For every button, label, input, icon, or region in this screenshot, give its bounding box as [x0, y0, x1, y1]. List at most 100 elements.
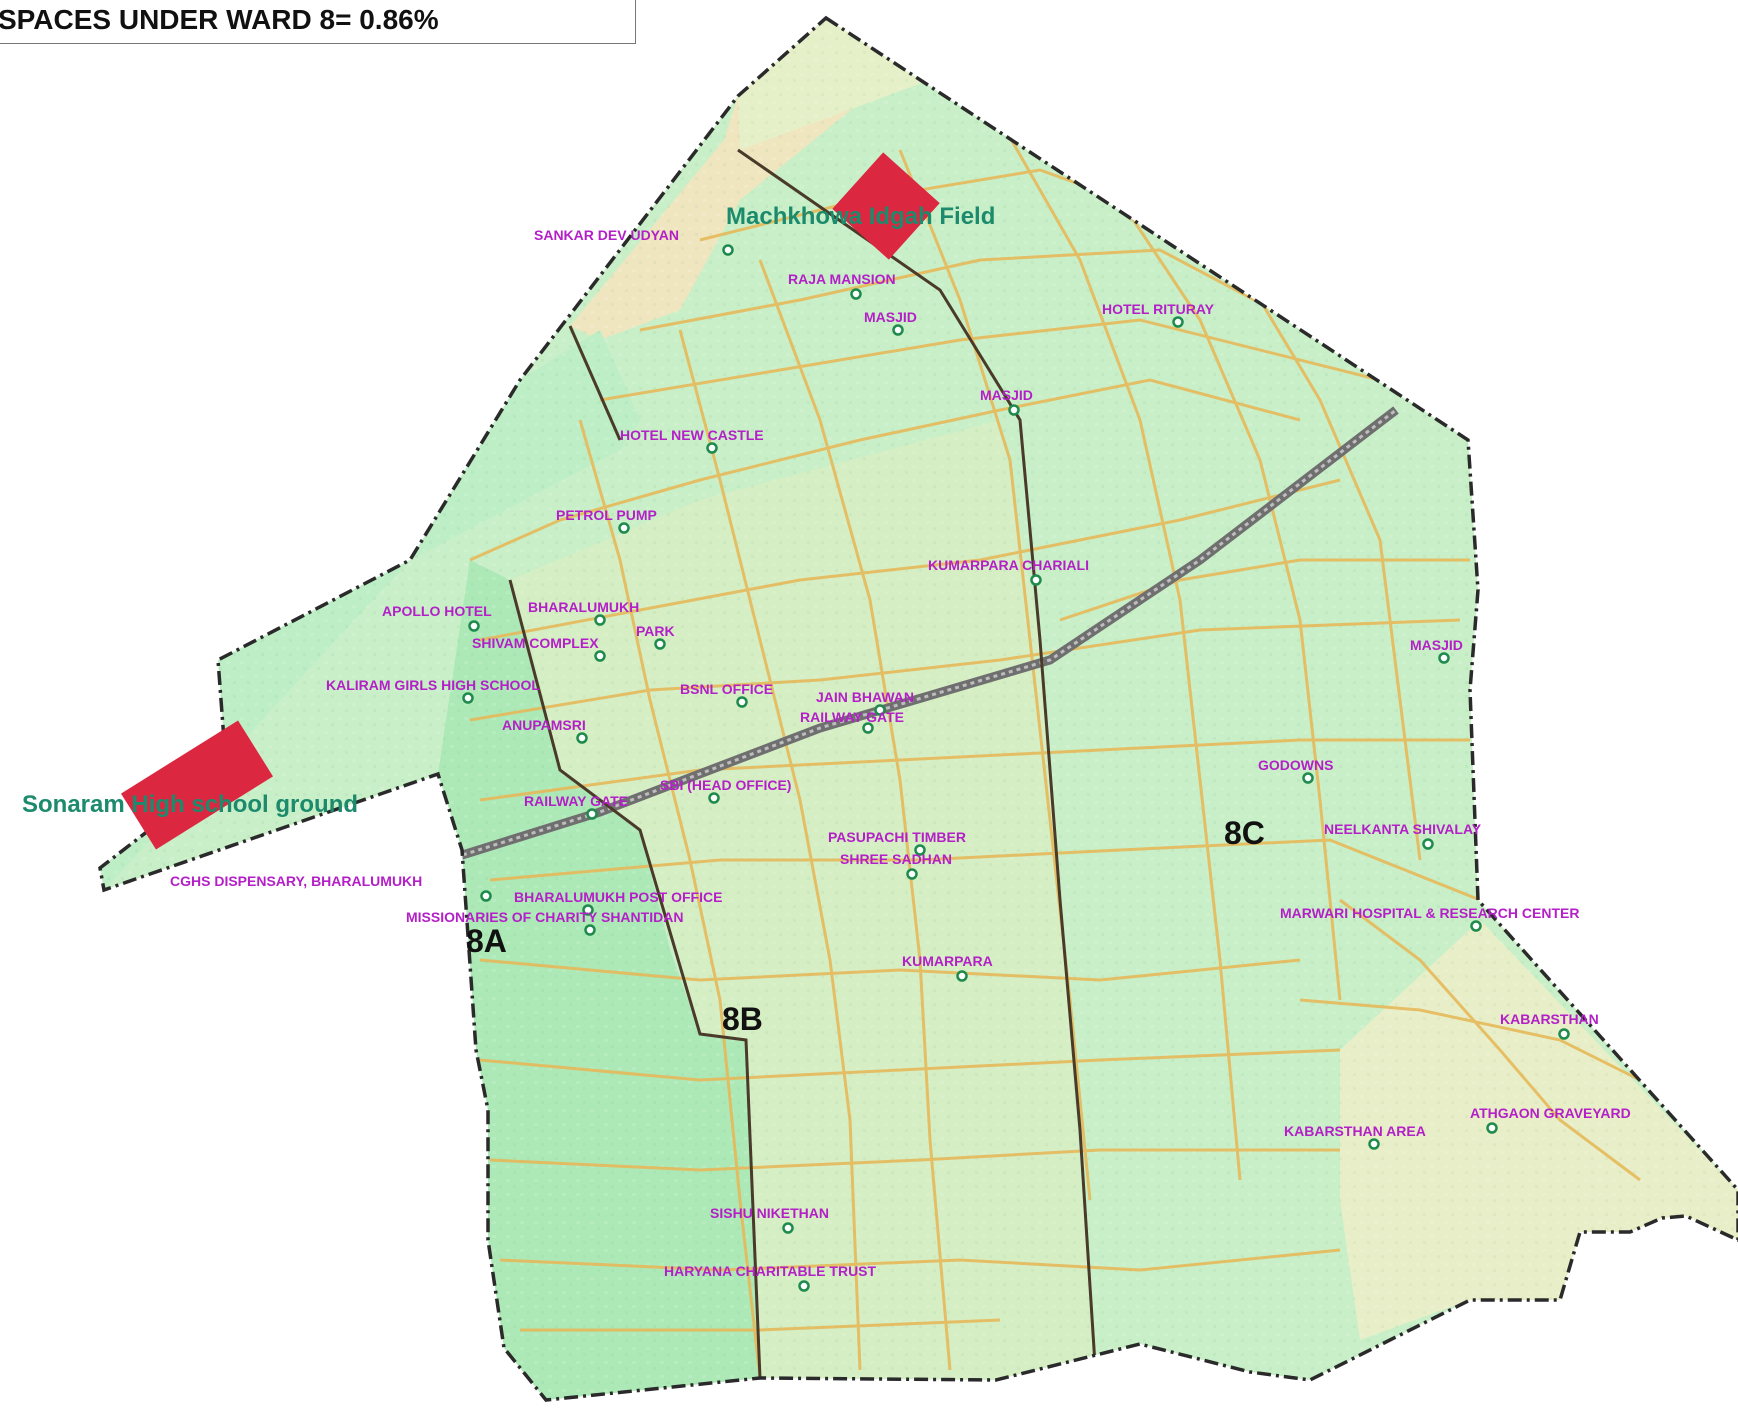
sector-boundaries — [508, 148, 1098, 1381]
poi-marker[interactable]: CGHS DISPENSARY, BHARALUMUKH — [170, 873, 492, 902]
poi-dot-icon[interactable] — [480, 890, 492, 902]
poi-dot-icon[interactable] — [850, 288, 862, 300]
poi-marker[interactable]: KUMARPARA CHARIALI — [928, 557, 1089, 586]
poi-label: PARK — [636, 623, 675, 639]
poi-dot-icon[interactable] — [1368, 1138, 1380, 1150]
poi-marker[interactable]: APOLLO HOTEL — [382, 603, 492, 632]
poi-dot-icon[interactable] — [594, 650, 606, 662]
poi-marker[interactable]: RAILWAY GATE — [524, 793, 628, 820]
poi-label: SHREE SADHAN — [840, 851, 952, 867]
poi-dot-icon[interactable] — [1486, 1122, 1498, 1134]
poi-label: BHARALUMUKH POST OFFICE — [514, 889, 722, 905]
poi-label: MISSIONARIES OF CHARITY SHANTIDAN — [406, 909, 683, 925]
poi-dot-icon[interactable] — [618, 522, 630, 534]
poi-dot-icon[interactable] — [914, 844, 926, 856]
poi-dot-icon[interactable] — [892, 324, 904, 336]
poi-marker[interactable]: BSNL OFFICE — [680, 681, 773, 708]
poi-marker[interactable]: RAJA MANSION — [788, 271, 896, 300]
poi-marker[interactable]: ANUPAMSRI — [502, 717, 588, 744]
poi-marker[interactable]: RAILWAY GATE — [800, 709, 904, 734]
poi-marker[interactable]: KABARSTHAN — [1500, 1011, 1599, 1040]
poi-marker[interactable]: MASJID — [980, 387, 1033, 416]
poi-marker[interactable]: KALIRAM GIRLS HIGH SCHOOL — [326, 677, 540, 704]
poi-label: RAILWAY GATE — [800, 709, 904, 725]
poi-label: GODOWNS — [1258, 757, 1333, 773]
poi-marker[interactable]: SBI (HEAD OFFICE) — [660, 777, 791, 804]
poi-label: BHARALUMUKH — [528, 599, 639, 615]
poi-label: KABARSTHAN — [1500, 1011, 1599, 1027]
poi-dot-icon[interactable] — [862, 722, 874, 734]
poi-dot-icon[interactable] — [1030, 574, 1042, 586]
poi-label: HARYANA CHARITABLE TRUST — [664, 1263, 877, 1279]
poi-dot-icon[interactable] — [576, 732, 588, 744]
poi-dot-icon[interactable] — [1470, 920, 1482, 932]
poi-dot-icon[interactable] — [798, 1280, 810, 1292]
poi-dot-icon[interactable] — [1172, 316, 1184, 328]
poi-label: CGHS DISPENSARY, BHARALUMUKH — [170, 873, 422, 889]
poi-marker[interactable]: KABARSTHAN AREA — [1284, 1123, 1426, 1150]
map-title: SPACES UNDER WARD 8= 0.86% — [0, 4, 439, 35]
poi-marker[interactable]: SANKAR DEV UDYAN — [534, 227, 734, 256]
poi-label: KALIRAM GIRLS HIGH SCHOOL — [326, 677, 540, 693]
poi-dot-icon[interactable] — [582, 904, 594, 916]
open-space-label: Machkhowa Idgah Field — [726, 203, 995, 230]
poi-marker[interactable]: PETROL PUMP — [556, 507, 657, 534]
poi-marker[interactable]: ATHGAON GRAVEYARD — [1470, 1105, 1631, 1134]
poi-dot-icon[interactable] — [706, 442, 718, 454]
poi-dot-icon[interactable] — [584, 924, 596, 936]
poi-dot-icon[interactable] — [1008, 404, 1020, 416]
poi-marker[interactable]: BHARALUMUKH — [528, 599, 639, 626]
poi-marker[interactable]: HOTEL NEW CASTLE — [620, 427, 764, 454]
poi-label: MASJID — [980, 387, 1033, 403]
poi-dot-icon[interactable] — [468, 620, 480, 632]
poi-label: SHIVAM COMPLEX — [472, 635, 599, 651]
poi-label: MARWARI HOSPITAL & RESEARCH CENTER — [1280, 905, 1579, 921]
poi-dot-icon[interactable] — [874, 704, 886, 716]
poi-label: MASJID — [864, 309, 917, 325]
poi-marker[interactable]: HARYANA CHARITABLE TRUST — [664, 1263, 877, 1292]
poi-label: SISHU NIKETHAN — [710, 1205, 829, 1221]
poi-label: SBI (HEAD OFFICE) — [660, 777, 791, 793]
poi-dot-icon[interactable] — [1558, 1028, 1570, 1040]
poi-label: PETROL PUMP — [556, 507, 657, 523]
poi-marker[interactable]: BHARALUMUKH POST OFFICE — [514, 889, 722, 916]
poi-marker[interactable]: HOTEL RITURAY — [1102, 301, 1215, 328]
poi-marker[interactable]: NEELKANTA SHIVALAY — [1324, 821, 1482, 850]
poi-dot-icon[interactable] — [654, 638, 666, 650]
poi-dot-icon[interactable] — [782, 1222, 794, 1234]
poi-label: HOTEL NEW CASTLE — [620, 427, 764, 443]
poi-label: JAIN BHAWAN — [816, 689, 914, 705]
poi-dot-icon[interactable] — [736, 696, 748, 708]
poi-marker[interactable]: SISHU NIKETHAN — [710, 1205, 829, 1234]
poi-marker[interactable]: MASJID — [1410, 637, 1463, 664]
poi-dot-icon[interactable] — [708, 792, 720, 804]
poi-marker[interactable]: MISSIONARIES OF CHARITY SHANTIDAN — [406, 909, 683, 936]
poi-marker[interactable]: SHIVAM COMPLEX — [472, 635, 606, 662]
poi-marker[interactable]: MARWARI HOSPITAL & RESEARCH CENTER — [1280, 905, 1579, 932]
poi-dot-icon[interactable] — [586, 808, 598, 820]
poi-marker[interactable]: PARK — [636, 623, 675, 650]
poi-marker[interactable]: SHREE SADHAN — [840, 851, 952, 880]
poi-dot-icon[interactable] — [722, 244, 734, 256]
poi-marker[interactable]: KUMARPARA — [902, 953, 993, 982]
poi-label: KUMARPARA CHARIALI — [928, 557, 1089, 573]
poi-dot-icon[interactable] — [462, 692, 474, 704]
title-box: SPACES UNDER WARD 8= 0.86% — [0, 0, 636, 44]
poi-marker[interactable]: MASJID — [864, 309, 917, 336]
poi-dot-icon[interactable] — [1422, 838, 1434, 850]
poi-dot-icon[interactable] — [1302, 772, 1314, 784]
poi-label: MASJID — [1410, 637, 1463, 653]
poi-marker[interactable]: PASUPACHI TIMBER — [828, 829, 966, 856]
poi-label: KUMARPARA — [902, 953, 993, 969]
railway-line — [438, 406, 1399, 867]
poi-dot-icon[interactable] — [906, 868, 918, 880]
sector-label-8a: 8A — [466, 923, 507, 959]
poi-label: PASUPACHI TIMBER — [828, 829, 966, 845]
poi-dot-icon[interactable] — [956, 970, 968, 982]
poi-dot-icon[interactable] — [594, 614, 606, 626]
poi-marker[interactable]: JAIN BHAWAN — [816, 689, 914, 716]
poi-dot-icon[interactable] — [1438, 652, 1450, 664]
poi-marker[interactable]: GODOWNS — [1258, 757, 1333, 784]
